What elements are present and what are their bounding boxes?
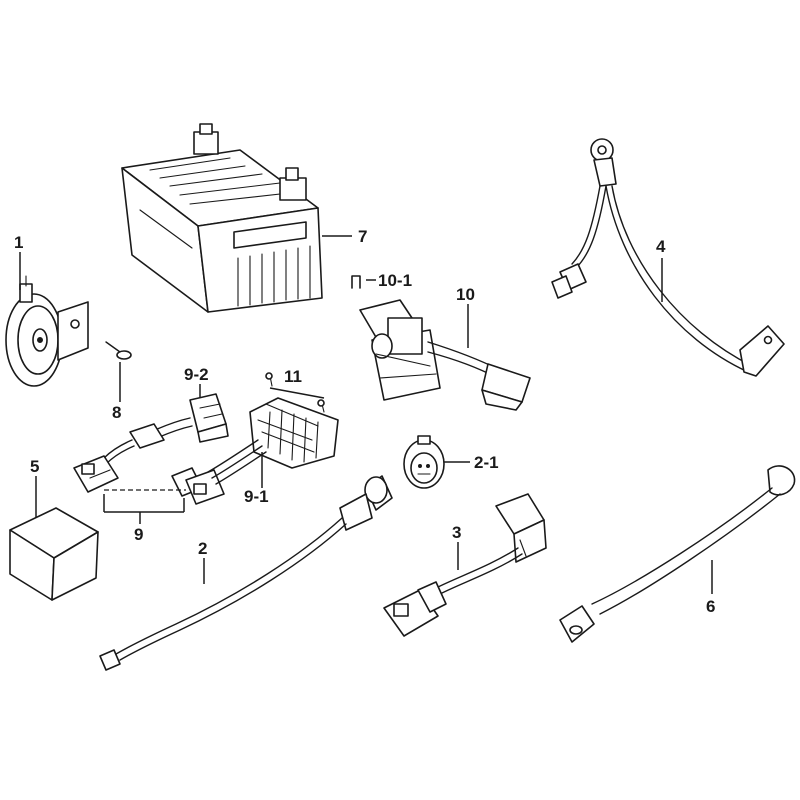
wire-2: [99, 475, 393, 671]
screws-11: [265, 372, 325, 413]
relay-10: [359, 299, 531, 411]
label-6: 6: [706, 597, 715, 616]
battery: [121, 123, 323, 313]
label-7: 7: [358, 227, 367, 246]
leader-lines: [19, 235, 713, 594]
label-2: 2: [198, 539, 207, 558]
cable-4: [551, 138, 785, 377]
screw-8: [105, 341, 132, 360]
callout-labels: 1 7 8 10-1 10 4 9-2 11 2-1 9-1 5 9 2 3 6: [14, 227, 715, 616]
clip-10-1: [351, 275, 361, 289]
part-2-1: [403, 435, 445, 489]
label-9-1: 9-1: [244, 487, 269, 506]
label-5: 5: [30, 457, 39, 476]
label-1: 1: [14, 233, 23, 252]
label-2-1: 2-1: [474, 453, 499, 472]
wire-3: [383, 493, 547, 637]
horn: [5, 275, 89, 387]
label-9-2: 9-2: [184, 365, 209, 384]
label-9: 9: [134, 525, 143, 544]
harness-9: [73, 417, 225, 505]
box-5: [9, 507, 99, 601]
label-3: 3: [452, 523, 461, 542]
regulator-9-1: [207, 397, 339, 485]
label-4: 4: [656, 237, 666, 256]
label-10: 10: [456, 285, 475, 304]
cable-6: [559, 465, 796, 643]
label-8: 8: [112, 403, 121, 422]
label-10-1: 10-1: [378, 271, 412, 290]
connector-9-2: [189, 393, 229, 443]
label-11: 11: [284, 367, 302, 386]
